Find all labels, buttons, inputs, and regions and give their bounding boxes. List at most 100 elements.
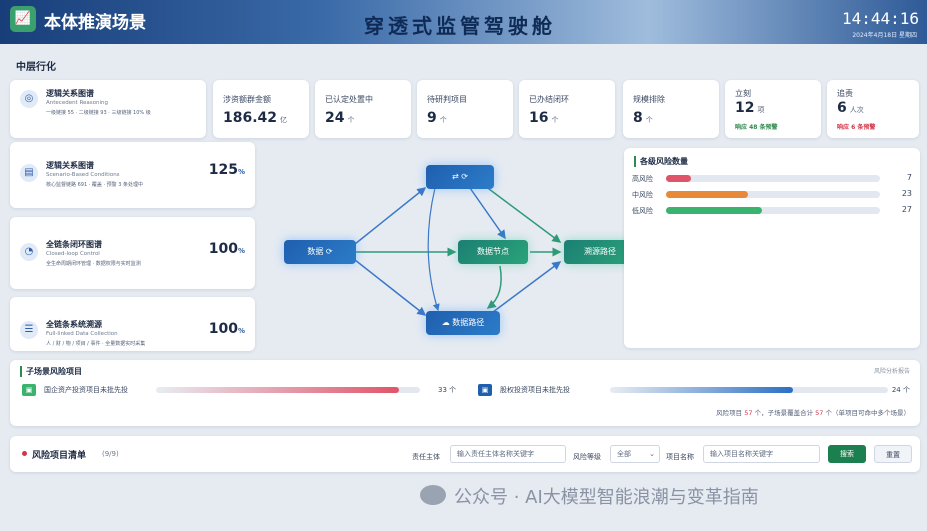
header-bar: 📈 本体推演场景 穿透式监管驾驶舱 14:44:16 2024年4月18日 星期…	[0, 0, 927, 44]
logic-graph-card[interactable]: ◎ 逻辑关系图谱 Antecedent Reasoning 一级链接 55 · …	[10, 80, 206, 138]
card-subtitle: Scenario-Based Conditions	[46, 172, 120, 178]
scene-badge-icon: ▣	[478, 384, 492, 396]
flow-node-top[interactable]: ⇄ ⟳	[426, 165, 494, 189]
clock: 14:44:16	[841, 9, 919, 28]
kpi-label: 已认定处置中	[325, 95, 373, 104]
sub-risk-title: 子场景风险项目	[20, 366, 82, 377]
left-card-closedloop[interactable]: ◔ 全链条闭环图谱 Closed-loop Control 全生命周期闭环管理 …	[10, 217, 255, 289]
scene-badge-icon: ▣	[22, 384, 36, 396]
list-icon: ▤	[20, 164, 38, 182]
flow-edge	[349, 255, 427, 316]
kpi-label: 规模排除	[633, 95, 665, 104]
left-card-trace[interactable]: ☰ 全链条系统溯源 Full-linked Data Collection 人 …	[10, 297, 255, 351]
link-icon: ⇄ ⟳	[452, 172, 468, 181]
card-desc: 一级链接 55 · 二级链接 93 · 三级链接 10% 级	[46, 110, 151, 116]
card-title: 全链条系统溯源	[46, 320, 102, 329]
risk-bar-high	[666, 175, 880, 182]
chevron-down-icon: ⌄	[649, 450, 655, 458]
sub-risk-bar	[156, 387, 420, 393]
flow-edge	[349, 187, 427, 249]
kpi-note: 响应 48 条预警	[735, 124, 778, 131]
clock-date: 2024年4月18日 星期四	[852, 32, 917, 39]
card-desc: 核心监督链路 691 · 覆盖 · 预警 3 条处理中	[46, 182, 144, 188]
card-value: 100%	[208, 241, 245, 257]
kpi-label: 立刻	[735, 89, 751, 98]
risk-count-low: 27	[901, 205, 912, 214]
card-title: 逻辑关系图谱	[46, 161, 94, 170]
watermark-text: 公众号 · AI大模型智能浪潮与变革指南	[454, 487, 759, 508]
kpi-label: 已办结闭环	[529, 95, 569, 104]
risk-label-high: 高风险	[632, 175, 653, 183]
list-dot-icon	[22, 451, 27, 456]
kpi-note: 响应 6 条预警	[837, 124, 876, 131]
risk-level-panel: 各级风险数量 高风险 7 中风险 23 低风险 27	[624, 148, 920, 348]
flow-edge	[427, 187, 440, 312]
list-title: 风险项目清单	[32, 451, 87, 461]
card-title: 全链条闭环图谱	[46, 240, 102, 249]
card-desc: 全生命周期闭环管理 · 数据权限与实时监测	[46, 261, 141, 267]
flow-edge	[486, 265, 502, 309]
risk-bar-low	[666, 207, 880, 214]
card-value: 125%	[208, 162, 245, 178]
risk-report-link[interactable]: 风险分析报告	[873, 368, 910, 375]
sub-risk-bar	[610, 387, 888, 393]
flow-node-source[interactable]: 数据 ⟳	[284, 240, 356, 264]
app-title: 本体推演场景	[44, 13, 146, 33]
kpi-label: 涉资额群金额	[223, 95, 271, 104]
flow-node-bottom[interactable]: ☁ 数据路径	[426, 311, 500, 335]
page-title: 穿透式监管驾驶舱	[364, 14, 556, 38]
card-title: 逻辑关系图谱	[46, 89, 94, 98]
clock-icon: ◔	[20, 243, 38, 261]
card-subtitle: Full-linked Data Collection	[46, 331, 118, 337]
owner-label: 责任主体	[412, 453, 440, 461]
chart-app-icon: 📈	[10, 6, 36, 32]
risk-count-mid: 23	[901, 189, 912, 198]
database-icon: ☰	[20, 321, 38, 339]
card-value: 100%	[208, 321, 245, 337]
sub-risk-count: 33 个	[438, 386, 457, 394]
project-label: 项目名称	[666, 453, 694, 461]
search-button[interactable]: 搜索	[828, 445, 866, 463]
risk-label-mid: 中风险	[632, 191, 653, 199]
sub-risk-label[interactable]: 国企资产投资项目未批先投	[44, 386, 128, 394]
flow-edge	[484, 185, 562, 243]
card-desc: 人 / 财 / 物 / 项目 / 事件 · 全量数据实时采集	[46, 341, 146, 347]
flow-edge	[484, 261, 562, 319]
flow-node-center[interactable]: 数据节点	[458, 240, 528, 264]
section-label: 中层行化	[16, 62, 56, 73]
risk-label-low: 低风险	[632, 207, 653, 215]
kpi-label: 待研判项目	[427, 95, 467, 104]
reset-button[interactable]: 重置	[874, 445, 912, 463]
sub-risk-label[interactable]: 股权投资项目未批先投	[500, 386, 570, 394]
kpi-label: 追责	[837, 89, 853, 98]
target-icon: ◎	[20, 90, 38, 108]
risk-panel-title: 各级风险数量	[634, 156, 688, 167]
card-subtitle: Closed-loop Control	[46, 251, 100, 257]
left-card-logic[interactable]: ▤ 逻辑关系图谱 Scenario-Based Conditions 核心监督链…	[10, 142, 255, 208]
risk-count-high: 7	[906, 173, 912, 182]
card-subtitle: Antecedent Reasoning	[46, 100, 109, 106]
sub-risk-summary: 风险项目 57 个，子场景覆盖合计 57 个（单项目可命中多个场景）	[716, 409, 910, 417]
level-select[interactable]: 全部⌄	[610, 445, 660, 463]
owner-input[interactable]: 输入责任主体名称关键字	[450, 445, 566, 463]
level-label: 风险等级	[573, 453, 601, 461]
risk-bar-mid	[666, 191, 880, 198]
wechat-icon	[420, 485, 446, 505]
flow-diagram	[349, 185, 562, 319]
sub-scene-risk-card: 子场景风险项目 风险分析报告 ▣ 国企资产投资项目未批先投 33 个 ▣ 股权投…	[10, 360, 920, 426]
project-input[interactable]: 输入项目名称关键字	[703, 445, 820, 463]
